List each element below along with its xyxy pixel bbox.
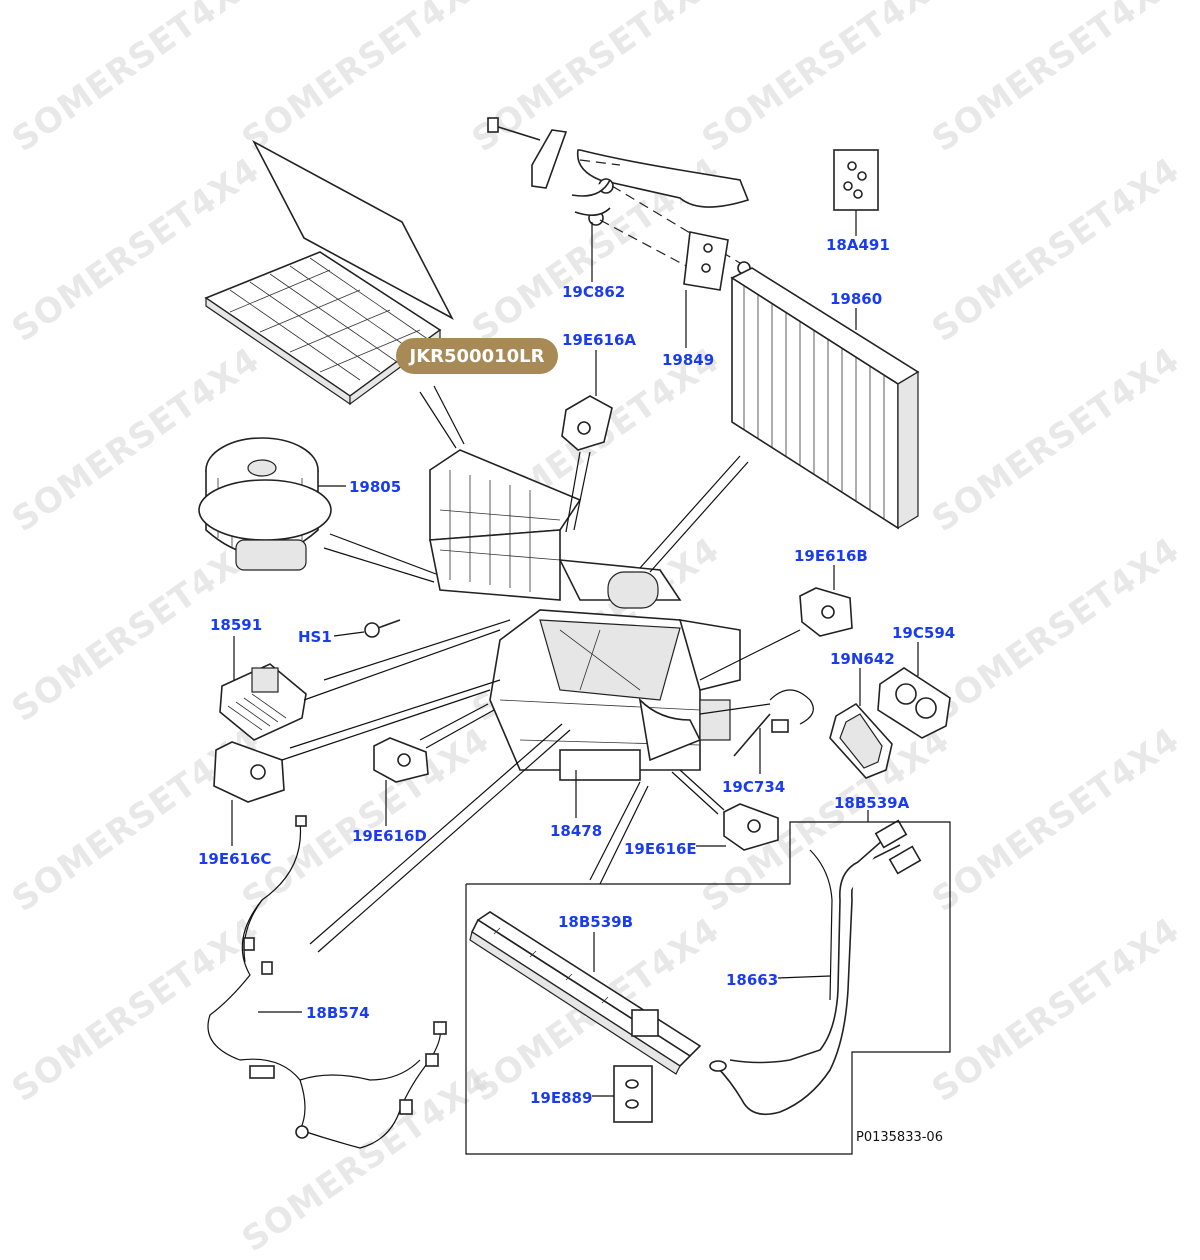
actuator-19E616C-drawing bbox=[213, 741, 285, 803]
label-19E616D[interactable]: 19E616D bbox=[352, 827, 427, 845]
hvac-housing-drawing bbox=[429, 449, 741, 781]
label-19C734[interactable]: 19C734 bbox=[722, 778, 786, 796]
label-18B539B[interactable]: 18B539B bbox=[558, 913, 634, 931]
figure-reference: P0135833-06 bbox=[856, 1130, 943, 1145]
label-19E616B[interactable]: 19E616B bbox=[794, 547, 868, 565]
label-18B574[interactable]: 18B574 bbox=[306, 1004, 370, 1022]
actuator-19E616E-drawing bbox=[723, 803, 779, 851]
label-19849[interactable]: 19849 bbox=[662, 351, 715, 369]
blower-motor-drawing bbox=[198, 437, 332, 571]
label-19C594[interactable]: 19C594 bbox=[892, 624, 956, 642]
label-19E616A[interactable]: 19E616A bbox=[562, 331, 637, 349]
clip-kit-box-drawing bbox=[613, 1065, 653, 1123]
resistor-pack-drawing bbox=[219, 663, 307, 741]
cabin-filter-drawing bbox=[204, 140, 454, 406]
temp-sensor-drawing bbox=[733, 689, 814, 757]
screw-hs1-drawing bbox=[364, 619, 401, 638]
label-19N642[interactable]: 19N642 bbox=[830, 650, 895, 668]
actuator-19E616A-drawing bbox=[561, 395, 613, 451]
label-19860[interactable]: 19860 bbox=[830, 290, 883, 308]
label-19E616C[interactable]: 19E616C bbox=[198, 850, 272, 868]
actuator-19E616B-drawing bbox=[799, 587, 853, 637]
label-18663[interactable]: 18663 bbox=[726, 971, 779, 989]
seal-kit-box-drawing bbox=[833, 149, 879, 211]
wiring-harness-drawing bbox=[207, 815, 447, 1149]
label-19805[interactable]: 19805 bbox=[349, 478, 402, 496]
refrigerant-pipes-drawing bbox=[487, 117, 751, 291]
actuator-19E616D-drawing bbox=[373, 737, 429, 783]
heater-core-drawing bbox=[469, 911, 702, 1075]
leader-lines bbox=[231, 210, 919, 1097]
seal-19N642-drawing bbox=[829, 702, 893, 779]
label-19C862[interactable]: 19C862 bbox=[562, 283, 626, 301]
diagram-drawing bbox=[198, 117, 951, 1155]
inset-frames bbox=[465, 821, 951, 1155]
label-18478[interactable]: 18478 bbox=[550, 822, 603, 840]
label-18A491[interactable]: 18A491 bbox=[826, 236, 890, 254]
parts-diagram: SOMERSET4X4 SOMERSET4X4 SOMERSET4X4 SOME… bbox=[5, 0, 1187, 1260]
evaporator-core-drawing bbox=[730, 267, 920, 530]
label-HS1[interactable]: HS1 bbox=[298, 628, 332, 646]
label-19E616E[interactable]: 19E616E bbox=[624, 840, 697, 858]
part-number-badge[interactable]: JKR500010LR bbox=[396, 338, 558, 374]
label-19E889[interactable]: 19E889 bbox=[530, 1089, 593, 1107]
heater-pipes-drawing bbox=[709, 819, 922, 1116]
label-18B539A[interactable]: 18B539A bbox=[834, 794, 910, 812]
label-18591[interactable]: 18591 bbox=[210, 616, 263, 634]
seal-19C594-drawing bbox=[877, 667, 951, 739]
